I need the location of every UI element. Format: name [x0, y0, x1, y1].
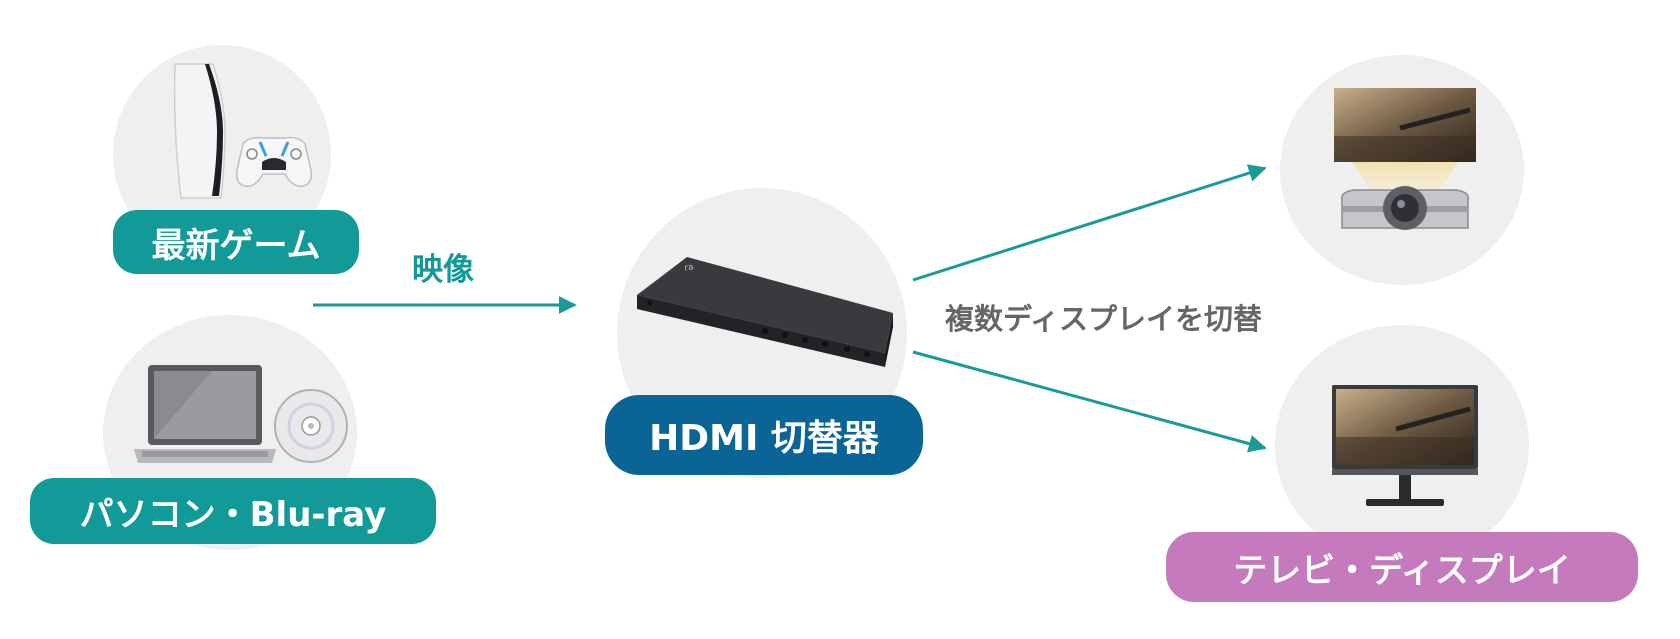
- hdmi-switcher-label: HDMI 切替器: [605, 395, 923, 475]
- pc-bluray-label: パソコン・Blu-ray: [30, 478, 436, 544]
- output-arrow-monitor: [912, 350, 1267, 453]
- display-label: テレビ・ディスプレイ: [1166, 532, 1638, 602]
- output-arrow-projector: [912, 164, 1267, 282]
- projector-icon: [1334, 88, 1476, 230]
- hdmi-switcher-device-icon: ra: [637, 257, 893, 367]
- laptop-disc-icon: [134, 365, 348, 463]
- switch-caption: 複数ディスプレイを切替: [945, 302, 1262, 336]
- game-console-icon: [173, 63, 313, 199]
- monitor-icon: [1332, 385, 1478, 506]
- svg-text:ra: ra: [684, 262, 695, 274]
- game-label: 最新ゲーム: [113, 210, 359, 274]
- signal-label: 映像: [412, 252, 474, 288]
